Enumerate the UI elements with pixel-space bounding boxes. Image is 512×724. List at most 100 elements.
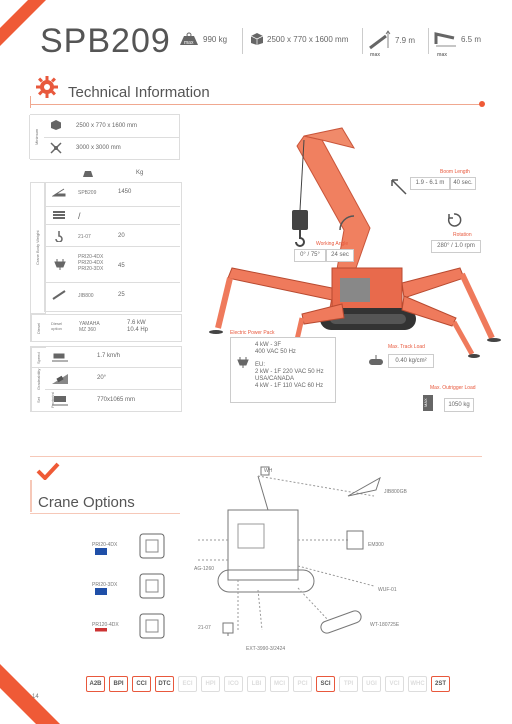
reach-max-badge: max (437, 52, 448, 58)
weight-value-2: 20 (118, 233, 125, 239)
leader-wuf (297, 565, 375, 587)
power-line-3: EU: (255, 362, 266, 368)
pager-item-hpi[interactable]: HPI (201, 676, 220, 692)
option-label-pri20-3dx: PRI20-3DX (92, 582, 118, 588)
height-value: 7.9 m (395, 35, 416, 45)
footprint-value: 770x1065 mm (97, 397, 136, 403)
option-label-21-07: 21-07 (198, 625, 211, 631)
boom-length-value: 1.9 - 6.1 m (410, 177, 450, 190)
outrigger-right-rear (401, 267, 465, 299)
pager-item-mci[interactable]: MCI (270, 676, 289, 692)
pager-item-ico[interactable]: ICO (224, 676, 243, 692)
track-load-value: 0.40 kg/cm² (388, 354, 434, 368)
technical-table: Minimum 2500 x 770 x 1600 mm 3000 x 3000… (29, 114, 180, 160)
pager-item-vci[interactable]: VCI (385, 676, 404, 692)
crane-icon (52, 188, 66, 198)
pager-item-tpi[interactable]: TPI (339, 676, 358, 692)
weight-value-0: 1450 (118, 189, 132, 195)
outrigger-pad (468, 354, 480, 358)
power-pack-box: 4 kW - 3F 400 VAC 50 Hz EU: 2 kW - 1F 22… (230, 337, 336, 403)
gradeability-icon (51, 371, 69, 385)
outrigger-load-title: Max. Outrigger Load (430, 385, 476, 391)
speed-value: 1.7 km/h (97, 353, 121, 359)
dims-row-divider (44, 137, 179, 138)
weight-icon: max (178, 32, 200, 46)
box-icon (250, 32, 264, 46)
weight-name-4: JIB800 (78, 293, 94, 299)
weights-block: Kg Crane Body Weight SPB209 1450 / 21-07… (30, 166, 182, 314)
power-line-1: 4 kW - 3F (255, 342, 282, 348)
diesel-power-value: 7.6 kW 10.4 Hp (127, 320, 149, 333)
weight-value-1: / (78, 211, 81, 221)
pager-item-ugi[interactable]: UGI (362, 676, 381, 692)
height-max-badge: max (370, 52, 381, 58)
boom-tip (303, 127, 356, 149)
boom-time-value: 40 sec. (450, 177, 476, 190)
angle-arrow-icon (339, 215, 355, 231)
side-label-footprint: Set Footprint (31, 389, 55, 411)
diesel-option-label: Diesel option (51, 321, 63, 331)
weight-value-4: 25 (118, 292, 125, 298)
working-angle-value: 0° / 75° (294, 249, 326, 262)
footprint-icon (51, 393, 69, 407)
track-inner (330, 314, 406, 324)
working-angle-time: 24 sec (326, 249, 354, 262)
diesel-block: Diesel Diesel option YAMAHA MZ 360 7.6 k… (30, 314, 182, 342)
pager-item-pci[interactable]: PCI (293, 676, 312, 692)
drawing-body (227, 509, 299, 581)
power-line-5: USA/CANADA (255, 376, 295, 382)
weight-name-0: SPB209 (78, 190, 97, 196)
option-label-pri20-4dx: PRI20-4DX (92, 542, 118, 548)
hook-icon (54, 230, 64, 242)
weight-value-3: 45 (118, 263, 125, 269)
boom-length-title: Boom Length (440, 169, 470, 175)
height-spec: 7.9 m (368, 30, 415, 50)
outrigger-pad (487, 338, 501, 342)
working-angle-title: Working Angle (316, 241, 349, 247)
max-badge-text: max (184, 40, 194, 46)
dimensions-spec: 2500 x 770 x 1600 mm (250, 32, 348, 46)
power-pack-option-2 (138, 570, 168, 602)
pager-item-2st[interactable]: 2ST (431, 676, 450, 692)
max-weight-value: 990 kg (203, 34, 228, 44)
side-label-speed: Speed (31, 347, 46, 368)
em-option-icon (346, 530, 364, 550)
pager-item-cci[interactable]: CCI (132, 676, 151, 692)
pager-item-sci[interactable]: SCI (316, 676, 335, 692)
power-pack-title: Electric Power Pack (230, 330, 275, 336)
pager-item-a2b[interactable]: A2B (86, 676, 105, 692)
outrigger-left-front (301, 303, 345, 325)
page-number: 14 (32, 694, 39, 700)
outrigger-max-badge: MAX (423, 395, 433, 411)
max-weight-spec: max 990 kg (178, 32, 227, 46)
jib-option-icon (346, 476, 382, 498)
side-label-minimum: Minimum (29, 115, 44, 159)
pager-item-dtc[interactable]: DTC (155, 676, 174, 692)
pager-item-eci[interactable]: ECI (178, 676, 197, 692)
section-rule-options (30, 456, 482, 457)
rule-dot (479, 101, 485, 107)
technical-information-title: Technical Information (68, 84, 210, 101)
outrigger-leg-right-front (451, 320, 475, 356)
leader-wt (297, 587, 329, 621)
pager-item-whc[interactable]: WHC (408, 676, 427, 692)
usa-flag-icon (95, 628, 107, 635)
power-line-2: 400 VAC 50 Hz (255, 349, 296, 355)
jib-icon (52, 290, 66, 300)
reach-spec: 6.5 m (434, 30, 481, 48)
wt-option-icon (316, 606, 366, 646)
section-rule-technical (30, 104, 482, 105)
gear-icon (36, 76, 58, 98)
outrigger-pad (209, 330, 223, 334)
header-divider-1 (242, 28, 243, 54)
reach-value: 6.5 m (461, 34, 482, 44)
checkmark-icon (36, 462, 60, 480)
rotation-icon (446, 212, 462, 228)
dims-row2-value: 3000 x 3000 mm (76, 145, 121, 151)
pager-item-lbi[interactable]: LBI (247, 676, 266, 692)
pager-item-bpi[interactable]: BPI (109, 676, 128, 692)
weight-name-3: PRI20-4DX PRI20-4DX PRI20-3DX (78, 254, 104, 272)
weight-icon-small (82, 168, 94, 178)
speed-icon (51, 351, 69, 363)
